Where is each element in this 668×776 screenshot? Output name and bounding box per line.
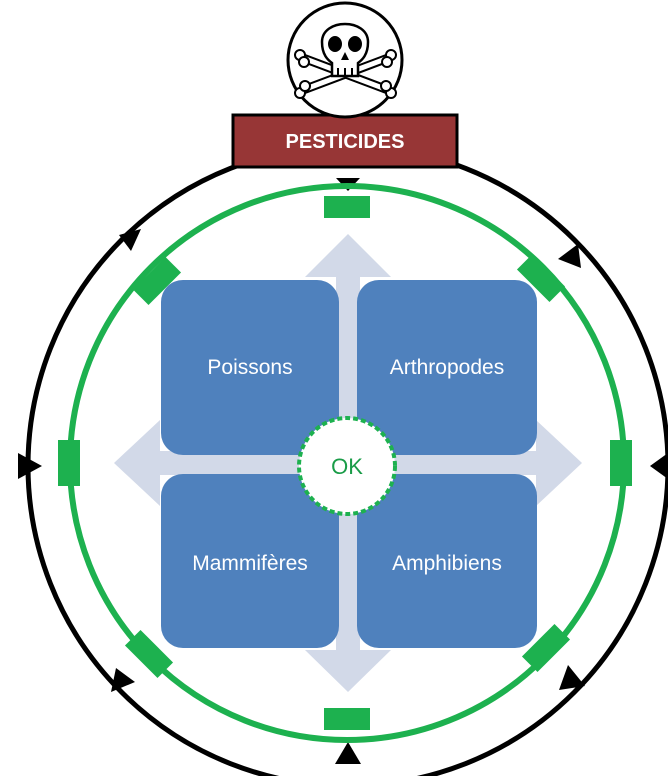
arrow-right bbox=[536, 420, 582, 506]
ring-block-upper-right bbox=[516, 253, 566, 303]
banner-box bbox=[231, 113, 459, 169]
banner-label: PESTICIDES bbox=[286, 131, 405, 153]
quadrant-box bbox=[161, 280, 339, 455]
quadrant-label: Poissons bbox=[207, 356, 292, 379]
quadrant-label: Amphibiens bbox=[392, 552, 502, 575]
quadrant-box bbox=[357, 474, 537, 648]
arrowhead-upper-left bbox=[119, 229, 141, 251]
arrow-down bbox=[305, 650, 391, 692]
ring-block-lower-left bbox=[124, 629, 174, 679]
center-circle bbox=[297, 416, 397, 516]
arrowhead-right bbox=[650, 453, 668, 479]
ring-block-left bbox=[58, 440, 80, 486]
pesticides-banner: PESTICIDES bbox=[231, 113, 459, 169]
quadrant-label: Arthropodes bbox=[390, 356, 504, 379]
quadrant-label: Mammifères bbox=[192, 552, 308, 575]
center-label: OK bbox=[331, 454, 363, 479]
ring-block-lower-right bbox=[521, 623, 571, 673]
arrowhead-lower-right bbox=[559, 665, 585, 690]
arrow-up bbox=[305, 234, 391, 277]
quadrant-amphibiens: Amphibiens bbox=[357, 474, 537, 648]
center-ok: OK bbox=[297, 416, 397, 516]
ring-block-top bbox=[324, 196, 370, 218]
quadrant-box bbox=[161, 474, 339, 648]
arrowhead-left bbox=[18, 453, 42, 479]
arrowhead-bottom bbox=[335, 742, 361, 764]
outer-ring-arrows bbox=[18, 178, 668, 764]
arrowhead-upper-right bbox=[558, 244, 581, 268]
green-ring-blocks bbox=[58, 196, 632, 730]
quadrant-box bbox=[357, 280, 537, 455]
skull-crossbones-icon bbox=[286, 1, 404, 119]
quadrant-arthropodes: Arthropodes bbox=[357, 280, 537, 455]
quadrant-poissons: Poissons bbox=[161, 280, 339, 455]
ring-block-right bbox=[610, 440, 632, 486]
ring-block-bottom bbox=[324, 708, 370, 730]
arrowhead-lower-left bbox=[111, 668, 135, 692]
arrow-left bbox=[114, 420, 160, 506]
quadrant-mammiferes: Mammifères bbox=[161, 474, 339, 648]
ring-block-upper-left bbox=[132, 256, 182, 306]
